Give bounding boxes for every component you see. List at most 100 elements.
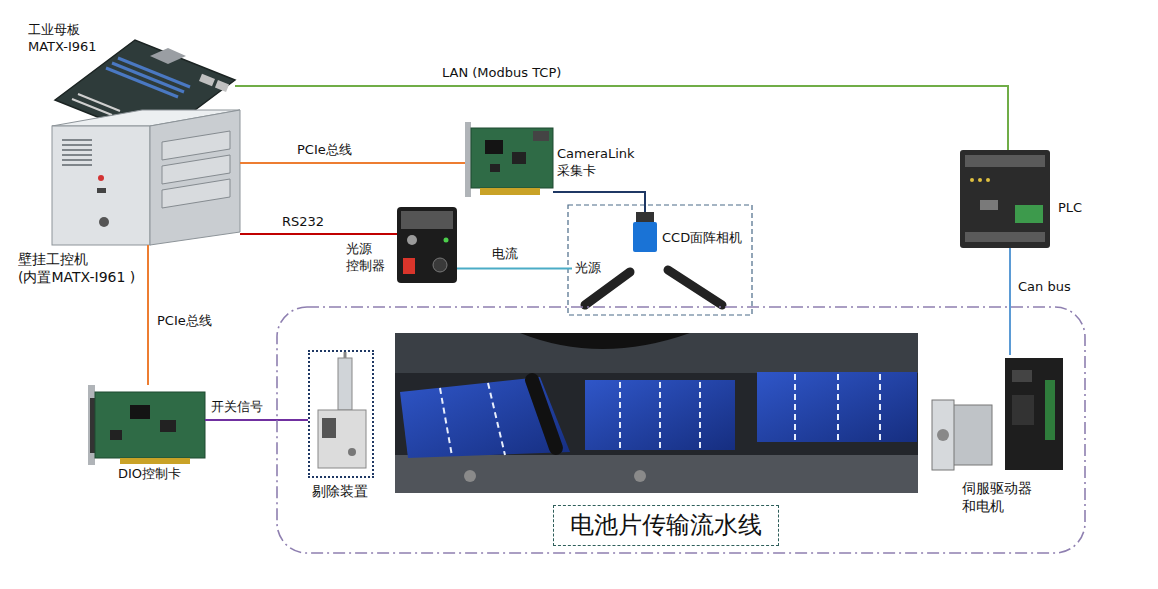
capture-card-picture-part (533, 131, 549, 141)
dio-card-node: DIO控制卡 (90, 385, 205, 463)
motherboard-picture-part (78, 94, 120, 111)
conveyor-photo-part (699, 382, 701, 448)
dio-card-picture-part (160, 420, 176, 432)
light-controller-picture-part (433, 258, 447, 272)
capture-card-picture-part (485, 140, 503, 154)
reject-device-node: 剔除装置 (308, 350, 374, 478)
conveyor-photo-part (400, 377, 570, 458)
vision-station-part (668, 270, 722, 305)
conveyor-photo-part (440, 374, 880, 456)
capture-card-picture-part (480, 188, 540, 195)
connector-label: PCIe总线 (295, 142, 354, 159)
connector-label: 电流 (490, 246, 520, 263)
servo-picture-part (950, 405, 992, 465)
conveyor-photo-part (395, 455, 918, 493)
servo-picture-part (1012, 395, 1034, 425)
plc-picture-part (965, 155, 1045, 167)
ipc-chassis-picture-part (52, 126, 150, 245)
dio-card-picture-part (88, 385, 95, 465)
conveyor-photo-part (520, 333, 690, 349)
node-label: PLC (1058, 200, 1082, 217)
connector-line (457, 267, 572, 269)
node-label: 壁挂工控机 (内置MATX-I961 ) (18, 250, 148, 286)
motherboard-node: 工业母板 MATX-I961 (55, 40, 235, 140)
servo-picture-part (1045, 380, 1055, 440)
connector-label: LAN (Modbus TCP) (440, 65, 563, 82)
capture-card-picture (465, 122, 553, 197)
servo-picture-part (1005, 358, 1063, 470)
servo-picture (932, 358, 1063, 470)
plc-picture (960, 150, 1050, 248)
dio-card-picture-part (120, 458, 190, 464)
light-controller-picture-part (407, 235, 417, 245)
node-label: 光源 (572, 258, 604, 279)
motherboard-picture-part (118, 58, 190, 87)
conveyor-photo-part (659, 382, 661, 448)
servo-picture-part (1012, 370, 1032, 382)
dio-card-picture-part (130, 405, 150, 419)
ipc-chassis-picture-part (62, 140, 92, 165)
plc-picture-part (965, 232, 1045, 242)
ipc-chassis-picture-part (97, 188, 106, 193)
node-label: 剔除装置 (312, 482, 368, 500)
reject-device-picture-part (318, 410, 366, 468)
node-label: CCD面阵相机 (662, 230, 742, 247)
node-label: 伺服驱动器 和电机 (962, 479, 1046, 515)
node-label: 工业母板 MATX-I961 (28, 22, 106, 56)
conveyor-photo-part (757, 372, 917, 442)
reject-device-picture (318, 352, 366, 468)
reject-device-picture-part (344, 352, 347, 358)
node-label: CameraLink 采集卡 (557, 146, 641, 180)
plc-picture-part (1015, 205, 1043, 223)
capture-card-picture-part (490, 164, 500, 172)
plc-node: PLC (960, 150, 1050, 248)
ipc-chassis-picture-part (162, 155, 230, 184)
conveyor-photo-part (585, 380, 735, 450)
light-source-node: 光源 (572, 258, 604, 279)
ipc-chassis-picture-part (162, 179, 230, 208)
light-controller-picture-part (403, 258, 415, 274)
motherboard-picture-part (215, 80, 229, 92)
ipc-chassis-picture-part (99, 217, 109, 227)
connector-label: RS232 (280, 214, 326, 231)
light-controller-picture-part (401, 211, 453, 229)
plc-picture-part (986, 178, 990, 182)
conveyor-photo-part (879, 374, 881, 440)
capture-card-node: CameraLink 采集卡 (465, 122, 553, 197)
conveyor-photo-part (440, 388, 452, 456)
connector-line (1009, 248, 1011, 355)
pipeline-region: 电池片传输流水线剔除装置伺服驱动器 和电机 (275, 305, 1087, 555)
vision-station-part (568, 205, 752, 315)
motherboard-picture-part (199, 74, 215, 87)
dio-card-picture-part (90, 398, 95, 453)
reject-device-picture-part (348, 448, 356, 456)
conveyor-photo-part (488, 383, 505, 455)
conveyor-photo-part (634, 470, 646, 482)
connector-label: PCIe总线 (155, 313, 214, 330)
motherboard-picture-part (72, 99, 112, 115)
camera-node: CCD面阵相机 (632, 212, 658, 252)
motherboard-picture-part (112, 63, 184, 92)
region-border (277, 307, 1085, 553)
connector-label: Can bus (1016, 279, 1073, 296)
conveyor-photo-part (395, 333, 918, 373)
connector-line (147, 245, 149, 385)
ipc-chassis-picture-part (62, 154, 92, 156)
ipc-node: 壁挂工控机 (内置MATX-I961 ) (52, 110, 240, 245)
light-controller-picture (397, 207, 457, 283)
capture-card-picture-part (465, 122, 471, 197)
connector-line (240, 233, 397, 235)
ipc-chassis-picture-part (162, 131, 230, 160)
vision-station (568, 205, 752, 315)
conveyor-photo-part (837, 374, 839, 440)
conveyor-photo-part (794, 374, 796, 440)
servo-node: 伺服驱动器 和电机 (930, 355, 1065, 475)
connector-line (240, 162, 465, 164)
servo-picture-part (937, 429, 949, 441)
light-controller-picture-part (397, 207, 457, 283)
plc-picture-part (970, 178, 974, 182)
capture-card-picture-part (512, 152, 526, 164)
